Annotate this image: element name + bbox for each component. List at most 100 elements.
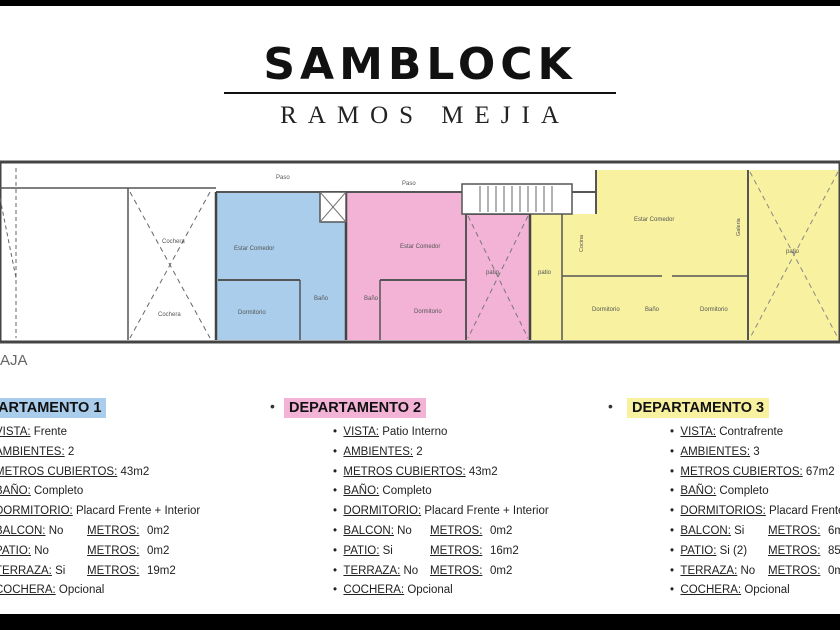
label-estar-comedor-1: Estar Comedor — [234, 246, 274, 252]
zone-dept-2 — [346, 192, 530, 340]
spec-label-cubiertos: METROS CUBIERTOS: — [680, 465, 803, 478]
department-title: ARTAMENTO 1 — [0, 398, 107, 418]
metros-value-balcon: 6m — [828, 525, 840, 537]
spec-value-terraza: No — [403, 564, 419, 577]
spec-label-bano: BAÑO: — [680, 485, 717, 498]
spec-value-vista: Contrafrente — [719, 426, 784, 438]
row-bullet: • — [333, 564, 344, 577]
spec-label-patio: PATIO: — [0, 544, 31, 557]
spec-row-ambientes: AMBIENTES: 2 — [0, 444, 74, 460]
metros-value-balcon: 0m2 — [147, 525, 170, 537]
metros-value-terraza: 0m — [828, 564, 840, 577]
metros-label-balcon: METROS: — [768, 525, 821, 537]
dept-bullet: • — [270, 398, 275, 414]
spec-value-cochera: Opcional — [58, 584, 105, 597]
metros-value-terraza: 0m2 — [490, 564, 513, 577]
spec-value-patio: Si (2) — [719, 544, 748, 557]
spec-label-bano: BAÑO: — [0, 485, 31, 498]
spec-row-cochera: • COCHERA: Opcional — [670, 582, 790, 598]
spec-label-dormitorio: DORMITORIO: — [0, 505, 73, 518]
row-bullet: • — [333, 485, 344, 498]
spec-row-bano: BAÑO: Completo — [0, 483, 83, 499]
spec-value-ambientes: 2 — [67, 445, 75, 458]
spec-value-cubiertos: 67m2 — [805, 465, 835, 478]
metros-value-patio: 85m — [828, 544, 840, 557]
label-patio-1: patio — [486, 270, 500, 276]
spec-row-cubiertos: • METROS CUBIERTOS: 43m2 — [333, 464, 498, 480]
spec-row-dormitorio: DORMITORIO: Placard Frente + Interior — [0, 503, 200, 519]
spec-row-bano: • BAÑO: Completo — [670, 483, 769, 499]
brand-header: SAMBLOCK RAMOS MEJIA — [0, 42, 840, 130]
metros-label-terraza: METROS: — [430, 564, 483, 577]
brochure-page: SAMBLOCK RAMOS MEJIA — [0, 6, 840, 614]
label-cocina: Cocina — [579, 234, 585, 252]
metros-label-patio: METROS: — [768, 544, 821, 557]
spec-value-bano: Completo — [34, 485, 84, 498]
outer-wall — [0, 160, 840, 344]
row-bullet: • — [670, 525, 681, 537]
spec-value-bano: Completo — [719, 485, 769, 498]
metros-label-balcon: METROS: — [430, 525, 483, 537]
spec-value-terraza: No — [740, 564, 756, 577]
spec-value-cochera: Opcional — [744, 584, 790, 597]
spec-row-cochera: COCHERA: Opcional — [0, 582, 104, 598]
spec-value-balcon: No — [48, 525, 64, 537]
bottom-bar — [0, 614, 840, 630]
spec-label-cubiertos: METROS CUBIERTOS: — [0, 465, 118, 478]
row-bullet: • — [333, 584, 344, 597]
row-bullet: • — [670, 426, 681, 438]
spec-label-dormitorio: DORMITORIO: — [343, 505, 422, 518]
spec-value-patio: Si — [382, 544, 393, 557]
spec-label-balcon: BALCON: — [0, 525, 46, 537]
spec-row-cubiertos: • METROS CUBIERTOS: 67m2 — [670, 464, 835, 480]
row-bullet: • — [333, 525, 344, 537]
row-bullet: • — [333, 465, 344, 478]
row-bullet: • — [333, 445, 344, 458]
spec-label-bano: BAÑO: — [343, 485, 380, 498]
row-bullet: • — [670, 544, 681, 557]
spec-row-dormitorio: • DORMITORIOS: Placard Frente — [670, 503, 840, 519]
spec-value-balcon: Si — [734, 525, 745, 537]
spec-label-cochera: COCHERA: — [0, 584, 56, 597]
spec-value-cubiertos: 43m2 — [468, 465, 498, 478]
spec-value-dormitorio: Placard Frente + Interior — [424, 505, 549, 518]
metros-label-patio: METROS: — [430, 544, 483, 557]
label-bano-2: Baño — [364, 296, 379, 302]
label-galeria: Galeria — [736, 217, 742, 236]
spec-label-terraza: TERRAZA: — [343, 564, 401, 577]
spec-value-cochera: Opcional — [407, 584, 453, 597]
spec-value-ambientes: 2 — [416, 445, 423, 458]
spec-label-cubiertos: METROS CUBIERTOS: — [343, 465, 466, 478]
zone-dept-3b — [596, 170, 748, 220]
label-estar-comedor-2: Estar Comedor — [400, 244, 440, 250]
spec-value-terraza: Si — [55, 564, 66, 577]
row-bullet: • — [333, 426, 344, 438]
spec-label-balcon: BALCON: — [680, 525, 731, 537]
metros-value-patio: 0m2 — [147, 544, 170, 557]
row-bullet: • — [670, 505, 681, 518]
metros-value-balcon: 0m2 — [490, 525, 513, 537]
spec-value-balcon: No — [397, 525, 412, 537]
spec-value-ambientes: 3 — [753, 445, 760, 458]
brand-title: SAMBLOCK — [263, 39, 577, 90]
spec-label-balcon: BALCON: — [343, 525, 394, 537]
floor-plan: Paso Paso Cochera Cochera Estar Comedor … — [0, 160, 840, 344]
spec-row-cochera: • COCHERA: Opcional — [333, 582, 453, 598]
spec-row-vista: • VISTA: Patio Interno — [333, 424, 447, 440]
row-bullet: • — [670, 564, 681, 577]
brand-subtitle: RAMOS MEJIA — [280, 102, 570, 129]
label-dormitorio-3b: Dormitorio — [700, 307, 728, 313]
spec-row-vista: • VISTA: Contrafrente — [670, 424, 783, 440]
department-title: DEPARTAMENTO 3 — [627, 398, 770, 418]
spec-value-bano: Completo — [382, 485, 432, 498]
label-dormitorio-2: Dormitorio — [414, 309, 442, 315]
spec-row-ambientes: • AMBIENTES: 3 — [670, 444, 760, 460]
row-bullet: • — [670, 465, 681, 478]
floor-level-label: AJA — [0, 352, 28, 369]
zone-dept-3a — [530, 214, 748, 340]
spec-label-dormitorio: DORMITORIOS: — [680, 505, 766, 518]
metros-label-balcon: METROS: — [87, 525, 140, 537]
row-bullet: • — [333, 544, 344, 557]
